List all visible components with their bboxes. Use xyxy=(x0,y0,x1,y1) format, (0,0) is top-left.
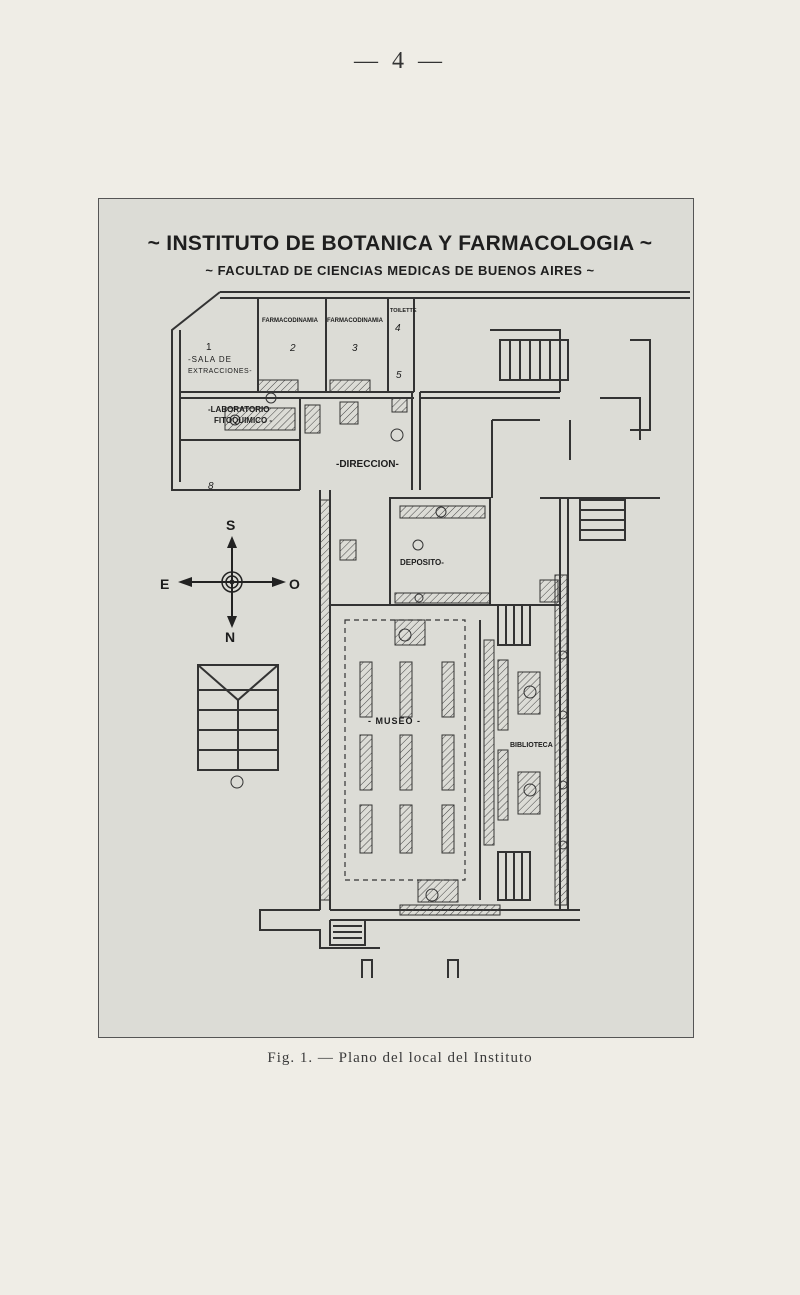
page-number: — 4 — xyxy=(354,48,446,74)
plate-title: ~ INSTITUTO DE BOTANICA Y FARMACOLOGIA ~ xyxy=(147,232,653,255)
compass-left-label: E xyxy=(160,576,169,592)
walls xyxy=(171,291,690,978)
room-deposito: DEPOSITO- xyxy=(400,558,444,567)
room-number-2: 2 xyxy=(289,343,296,354)
plan-plate xyxy=(98,198,694,1038)
compass-top-label: S xyxy=(226,517,235,533)
compass-right-label: O xyxy=(289,576,300,592)
room-number-1: 1 xyxy=(206,342,212,353)
hatched-elements xyxy=(224,379,568,916)
room-sala-line2: EXTRACCIONES- xyxy=(188,368,252,375)
room-sala-line1: -SALA DE xyxy=(188,355,232,364)
room-biblioteca: BIBLIOTECA xyxy=(510,742,553,749)
figure-caption: Fig. 1. — Plano del local del Instituto xyxy=(267,1050,533,1066)
room-direccion: -DIRECCION- xyxy=(336,459,399,470)
room-number-4: 4 xyxy=(395,323,401,334)
room-farmacodinamia-2: FARMACODINAMIA xyxy=(327,318,384,324)
compass-bottom-label: N xyxy=(225,629,235,645)
plate-subtitle: ~ FACULTAD DE CIENCIAS MEDICAS DE BUENOS… xyxy=(205,263,595,278)
room-lab-line2: FITOQUIMICO - xyxy=(214,416,272,425)
room-number-3: 3 xyxy=(352,343,358,354)
room-number-5: 5 xyxy=(396,370,402,381)
room-museo: - MUSEO - xyxy=(368,716,421,726)
room-lab-line1: -LABORATORIO xyxy=(208,405,269,414)
room-number-8: 8 xyxy=(208,481,214,492)
circle-marks xyxy=(229,392,568,902)
room-farmacodinamia-1: FARMACODINAMIA xyxy=(262,318,319,324)
room-toilette: TOILETTE xyxy=(390,308,417,314)
compass-rose: S E O N xyxy=(160,517,300,645)
